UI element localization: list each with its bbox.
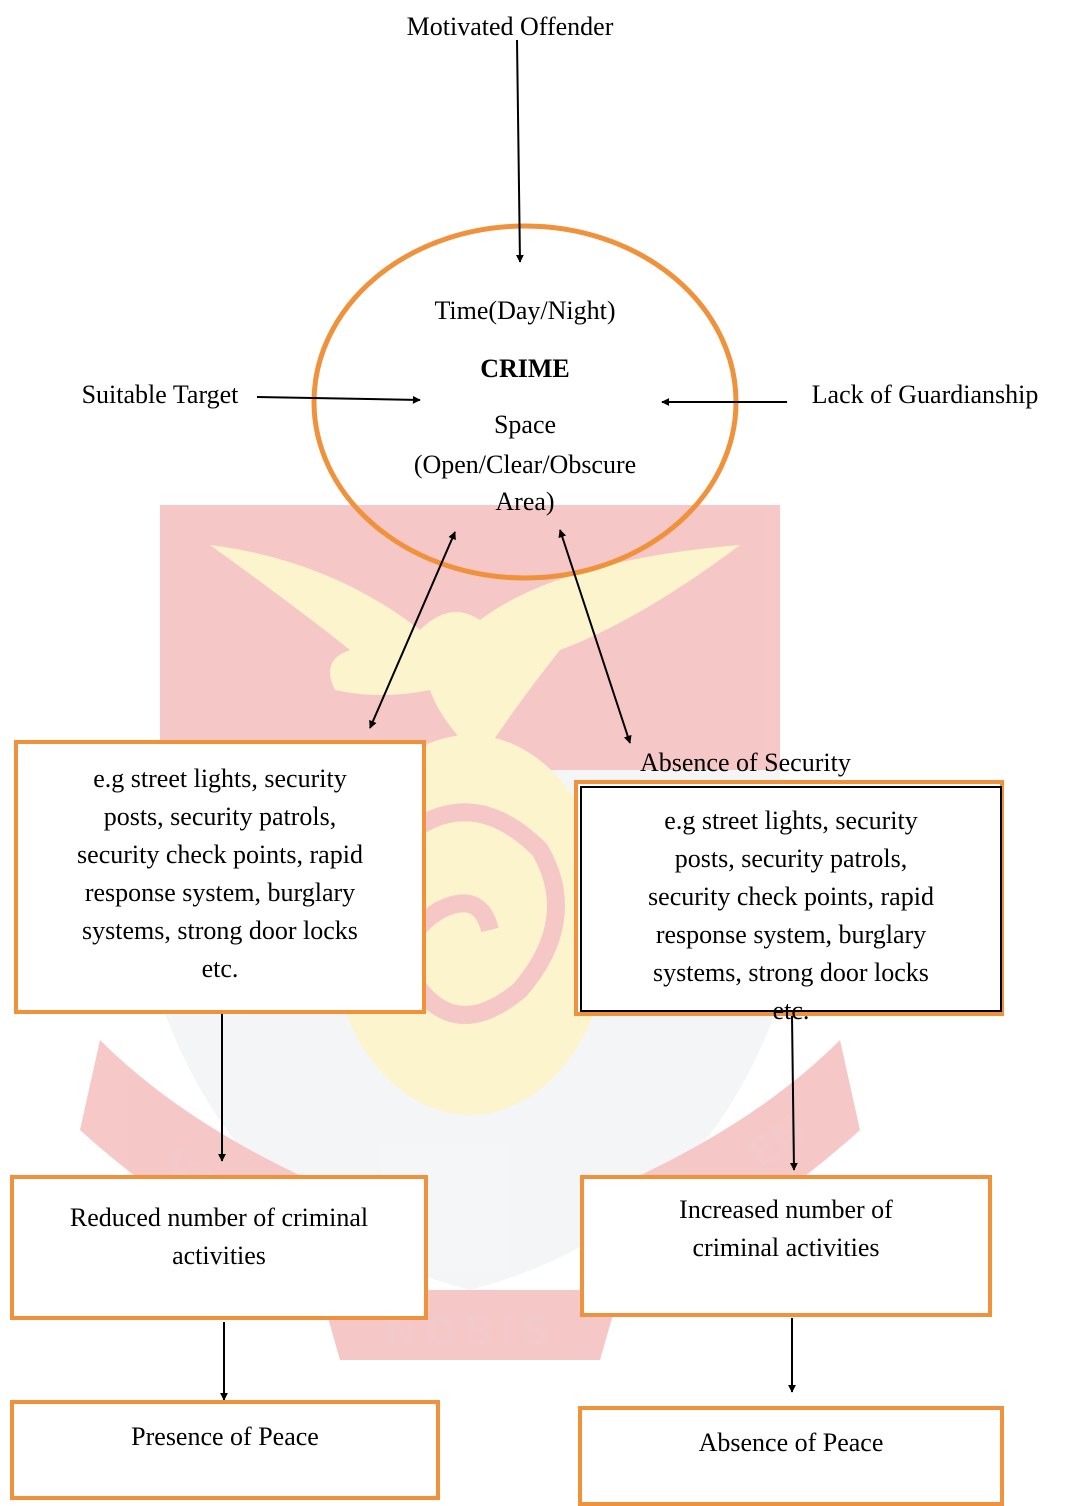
right-security-box: e.g street lights, security posts, secur… <box>574 780 1004 1025</box>
right-box-black-frame: e.g street lights, security posts, secur… <box>580 786 1002 1025</box>
reduced-crime-box: Reduced number of criminal activities <box>10 1175 428 1320</box>
increased-crime-box: Increased number of criminal activities <box>580 1175 992 1317</box>
presence-of-peace-text: Presence of Peace <box>131 1422 319 1451</box>
crime-space-line3: Area) <box>495 487 555 516</box>
right-box-orange-frame <box>574 780 1004 1016</box>
absence-of-peace-box: Absence of Peace <box>578 1406 1004 1506</box>
crime-space-line1: Space <box>493 410 557 439</box>
arrow-right-box-to-result <box>789 1015 798 1171</box>
reduced-crime-line1: Reduced number of criminal <box>69 1203 369 1232</box>
crest-sun-swirl <box>394 803 565 1024</box>
presence-of-peace-box: Presence of Peace <box>10 1400 440 1500</box>
lack-of-guardianship-label: Lack of Guardianship <box>811 380 1039 409</box>
right-security-text: e.g street lights, security posts, secur… <box>648 806 934 1025</box>
absence-of-security-label: Absence of Security <box>640 748 851 777</box>
reduced-crime-line2: activities <box>172 1241 266 1270</box>
left-security-box: e.g street lights, security posts, secur… <box>14 740 426 1014</box>
crime-time-text: Time(Day/Night) <box>434 296 616 325</box>
crime-space-line2: (Open/Clear/Obscure <box>413 450 637 479</box>
left-security-text: e.g street lights, security posts, secur… <box>77 764 363 983</box>
increased-crime-line1: Increased number of <box>679 1195 893 1224</box>
crest-red-panel <box>160 505 780 770</box>
arrow-crime-right-box <box>558 529 632 744</box>
crime-title: CRIME <box>480 354 570 383</box>
suitable-target-label: Suitable Target <box>81 380 239 409</box>
arrow-target-to-crime <box>256 395 421 404</box>
arrow-crime-left-box <box>369 531 456 729</box>
absence-of-peace-text: Absence of Peace <box>698 1428 884 1457</box>
arrow-offender-to-crime <box>515 39 524 263</box>
increased-crime-line2: criminal activities <box>692 1233 880 1262</box>
motivated-offender-label: Motivated Offender <box>406 12 614 41</box>
